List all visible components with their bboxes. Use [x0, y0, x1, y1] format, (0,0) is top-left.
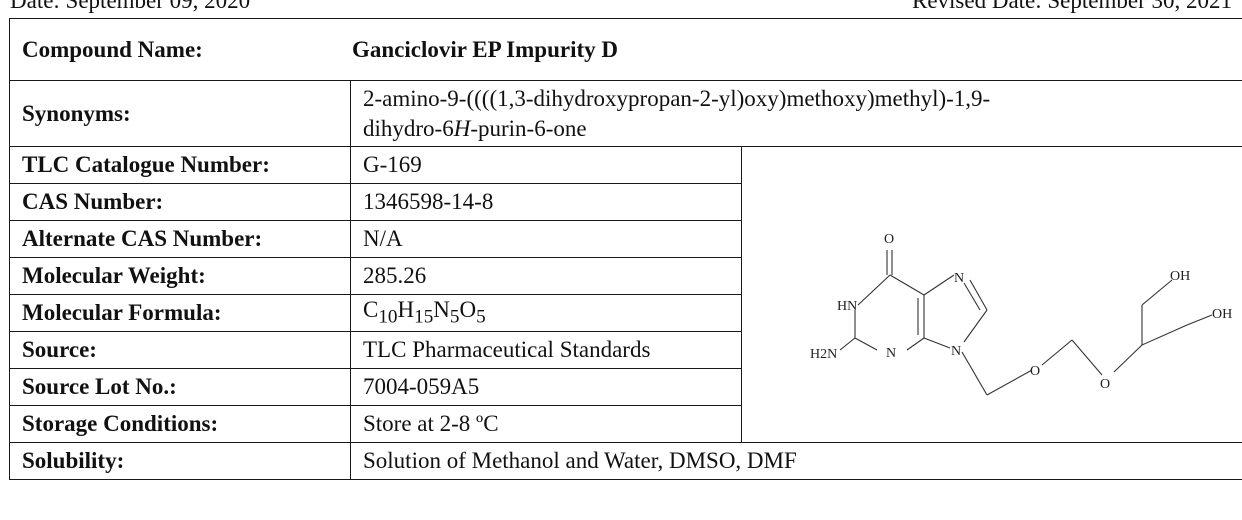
structure-ether-oxygen-2: O: [1100, 377, 1110, 392]
document-header: Date: September 09, 2020 Revised Date: S…: [10, 0, 1232, 13]
structure-oxygen-carbonyl: O: [884, 232, 894, 247]
storage-value: Store at 2-8 ºC: [350, 405, 742, 443]
cas-number-row: CAS Number: 1346598-14-8: [9, 183, 1242, 221]
structure-n9: N: [951, 344, 961, 359]
solubility-row: Solubility: Solution of Methanol and Wat…: [9, 442, 1242, 480]
catalogue-number-label: TLC Catalogue Number:: [9, 146, 351, 184]
compound-name-value: Ganciclovir EP Impurity D: [352, 36, 618, 62]
catalogue-number-row: TLC Catalogue Number: G-169: [9, 146, 1242, 443]
molecular-formula-value: C10H15N5O5: [350, 294, 742, 332]
source-value: TLC Pharmaceutical Standards: [350, 331, 742, 369]
molecular-weight-value: 285.26: [350, 257, 742, 295]
structure-hydroxyl-2: OH: [1212, 307, 1232, 322]
compound-info-table: Compound Name:Ganciclovir EP Impurity D …: [9, 18, 1242, 480]
compound-name-row: Compound Name: Ganciclovir EP Impurity D: [9, 18, 1242, 81]
chemical-structure-image: O HN N N N H2N O O OH OH: [810, 232, 1232, 395]
storage-row: Storage Conditions: Store at 2-8 ºC: [9, 405, 1242, 443]
molecular-formula-label: Molecular Formula:: [9, 294, 351, 332]
source-lot-label: Source Lot No.:: [9, 368, 351, 406]
source-label: Source:: [9, 331, 351, 369]
molecular-formula-row: Molecular Formula: C10H15N5O5: [9, 294, 1242, 332]
solubility-value: Solution of Methanol and Water, DMSO, DM…: [350, 442, 1242, 480]
synonyms-value: 2-amino-9-((((1,3-dihydroxypropan-2-yl)o…: [350, 80, 1242, 147]
source-lot-value: 7004-059A5: [350, 368, 742, 406]
synonyms-row: Synonyms: 2-amino-9-((((1,3-dihydroxypro…: [9, 80, 1242, 147]
structure-n7: N: [954, 271, 964, 286]
structure-hydroxyl-1: OH: [1170, 269, 1190, 284]
chemical-structure-cell: O HN N N N H2N O O OH OH: [741, 146, 1242, 443]
solubility-label: Solubility:: [9, 442, 351, 480]
molecular-weight-row: Molecular Weight: 285.26: [9, 257, 1242, 295]
structure-n3: N: [886, 346, 896, 361]
alternate-cas-value: N/A: [350, 220, 742, 258]
structure-nh: HN: [837, 299, 857, 314]
catalogue-number-value: G-169: [350, 146, 742, 184]
cas-number-value: 1346598-14-8: [350, 183, 742, 221]
cas-number-label: CAS Number:: [9, 183, 351, 221]
issue-date: Date: September 09, 2020: [10, 0, 251, 13]
synonyms-label: Synonyms:: [9, 80, 351, 147]
source-lot-row: Source Lot No.: 7004-059A5: [9, 368, 1242, 406]
structure-amine: H2N: [810, 347, 837, 362]
structure-ether-oxygen-1: O: [1030, 364, 1040, 379]
storage-label: Storage Conditions:: [9, 405, 351, 443]
source-row: Source: TLC Pharmaceutical Standards: [9, 331, 1242, 369]
compound-name-label: Compound Name:: [22, 36, 203, 62]
alternate-cas-label: Alternate CAS Number:: [9, 220, 351, 258]
molecular-weight-label: Molecular Weight:: [9, 257, 351, 295]
revised-date: Revised Date: September 30, 2021: [911, 0, 1232, 13]
